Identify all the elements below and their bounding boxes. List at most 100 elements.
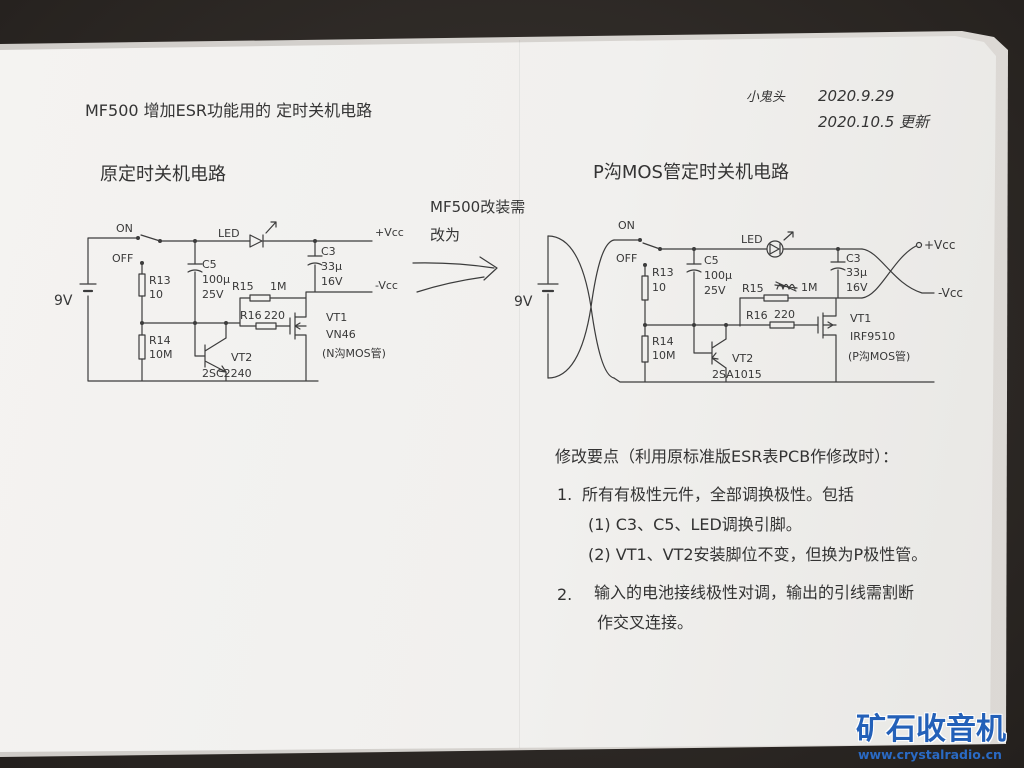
capacitor-c3-symbol [830,261,846,271]
note-item-1-sub-1: (1) C3、C5、LED调换引脚。 [588,515,802,534]
c3-value: 33μ [846,266,867,279]
battery-cross-wires [547,235,615,379]
note-item-1-text: 所有有极性元件，全部调换极性。包括 [582,485,854,504]
led-symbol [769,243,781,255]
original-circuit: ON OFF LED +Vcc -Vcc 9V C3 33μ 16V C5 10… [54,221,404,382]
pmos-circuit: ON OFF LED +Vcc -Vcc 9V C3 33μ 16V C5 10… [514,219,963,383]
c5-ref: C5 [202,258,217,271]
notes-heading: 修改要点（利用原标准版ESR表PCB作修改时）： [555,447,898,466]
note-item-1-sub-2: (2) VT1、VT2安装脚位不变，但换为P极性管。 [588,545,927,564]
switch-on-label: ON [618,219,635,232]
vcc-positive-label: +Vcc [375,226,404,239]
modification-notes: 修改要点（利用原标准版ESR表PCB作修改时）： 1. 所有有极性元件，全部调换… [555,447,927,632]
output-cross-wires [861,245,935,299]
switch-on-label: ON [116,222,133,235]
battery-symbol [537,235,559,379]
r14-value: 10M [149,348,173,361]
resistor-r13-symbol [138,273,146,297]
date-created: 2020.9.29 [818,87,894,105]
c5-ref: C5 [704,254,719,267]
r15-value: 1M [270,280,287,293]
page-title: MF500 增加ESR功能用的 定时关机电路 [85,101,372,120]
watermark-logo: 矿石收音机 [856,712,1006,747]
resistor-r16-symbol [255,322,277,330]
r13-ref: R13 [652,266,674,279]
vt2-ref: VT2 [732,352,753,365]
vcc-negative-label: -Vcc [938,286,963,300]
r13-value: 10 [149,288,163,301]
r16-value: 220 [774,308,795,321]
r16-ref: R16 [746,309,768,322]
c3-value: 33μ [321,260,342,273]
r15-value: 1M [801,281,818,294]
r14-ref: R14 [652,335,674,348]
r16-ref: R16 [240,309,262,322]
r14-value: 10M [652,349,676,362]
vt2-model: 2SA1015 [712,368,762,381]
switch-off-label: OFF [112,252,133,265]
r14-ref: R14 [149,334,171,347]
pmos-circuit-wires [613,239,935,383]
transistor-vt2-symbol [711,338,727,369]
power-switch-lever [140,234,161,242]
note-item-2-number: 2. [557,585,572,604]
r16-value: 220 [264,309,285,322]
c3-voltage: 16V [321,275,343,288]
note-item-2-line-1: 输入的电池接线极性对调，输出的引线需割断 [594,583,914,602]
switch-off-label: OFF [616,252,637,265]
author-name: 小鬼头 [746,90,786,105]
resistor-r14-symbol [138,334,146,360]
vt2-model: 2SC2240 [202,367,252,380]
resistor-r14-symbol [641,335,649,363]
led-label: LED [218,227,240,240]
led-light-arrow-icon [783,231,794,241]
power-switch-lever [642,242,661,250]
vt1-type: (P沟MOS管) [848,349,910,363]
r13-value: 10 [652,281,666,294]
led-symbol [249,234,264,248]
c5-voltage: 25V [704,284,726,297]
vcc-terminal [915,241,923,249]
date-updated: 2020.10.5 更新 [818,113,931,131]
arrow-right-icon [412,256,498,293]
vt1-ref: VT1 [850,312,871,325]
vcc-negative-label: -Vcc [375,279,398,292]
led-label: LED [741,233,763,246]
conversion-note-line2: 改为 [430,226,460,244]
vt1-ref: VT1 [326,311,347,324]
original-circuit-wires [87,237,373,382]
crossed-out-scribble [774,281,798,292]
c3-ref: C3 [846,252,861,265]
vt2-ref: VT2 [231,351,252,364]
capacitor-c5-symbol [187,263,203,273]
battery-label: 9V [514,294,533,310]
vt1-type: (N沟MOS管) [322,346,386,360]
vt1-model: VN46 [326,328,356,341]
vt1-model: IRF9510 [850,330,895,343]
c5-value: 100μ [202,273,230,286]
battery-label: 9V [54,293,73,309]
transistor-vt2-symbol [204,337,227,373]
resistor-r16-symbol [769,321,795,329]
pmos-circuit-heading: P沟MOS管定时关机电路 [593,162,789,183]
note-item-1-number: 1. [557,485,572,504]
paper-crease [519,40,520,748]
c3-voltage: 16V [846,281,868,294]
c5-voltage: 25V [202,288,224,301]
resistor-r15-symbol [249,294,271,302]
resistor-r13-symbol [641,275,649,301]
r15-ref: R15 [232,280,254,293]
c5-value: 100μ [704,269,732,282]
capacitor-c3-symbol [307,255,323,266]
mosfet-vt1-symbol [289,312,307,340]
led-body [766,240,784,258]
led-light-arrow-icon [265,221,277,234]
capacitor-c5-symbol [686,263,702,273]
vcc-positive-label: +Vcc [924,238,955,252]
conversion-arrow: MF500改装需 改为 [412,198,525,293]
mosfet-vt1-symbol [817,312,837,339]
r15-ref: R15 [742,282,764,295]
original-circuit-heading: 原定时关机电路 [100,164,226,185]
conversion-note-line1: MF500改装需 [430,198,525,216]
